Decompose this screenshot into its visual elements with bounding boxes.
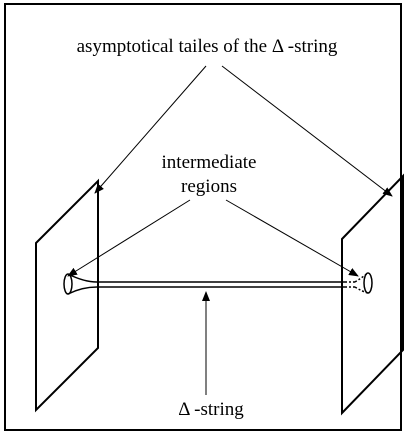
arrow-intermediate-right (225, 199, 359, 277)
left-plane (35, 178, 99, 413)
intermediate-label-line-1: intermediate (161, 152, 257, 173)
asymptotic-tails-label: asymptotical tailes of the Δ -string (76, 36, 338, 57)
arrow-intermediate-left (67, 199, 191, 277)
left-string-end (63, 273, 73, 295)
arrow-asymptotic-left (94, 65, 207, 194)
intermediate-label-line-2: regions (181, 176, 237, 197)
right-plane (341, 173, 404, 416)
diagram-frame (4, 3, 402, 431)
right-intermediate-region (354, 272, 369, 294)
delta-string-label: Δ -string (178, 399, 244, 420)
arrow-asymptotic-right (221, 65, 393, 197)
right-string-end (363, 272, 373, 294)
